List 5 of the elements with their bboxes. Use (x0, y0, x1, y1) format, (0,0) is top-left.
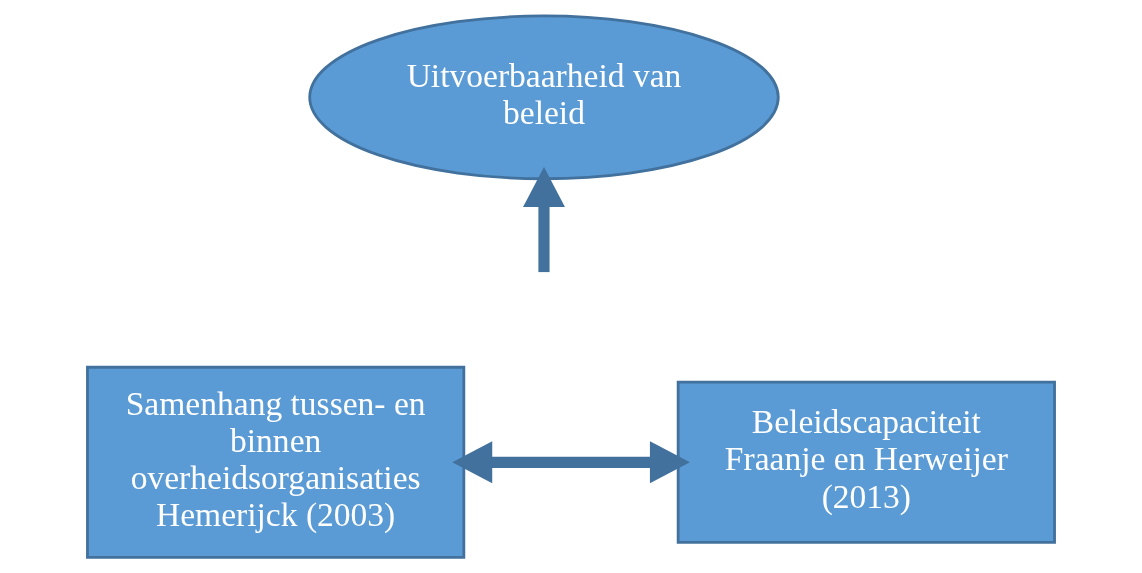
node-box: Beleidscapaciteit Fraanje en Herweijer (2013) (676, 380, 1056, 544)
arrow (452, 441, 690, 484)
arrow (523, 167, 565, 273)
node-ellipse: Uitvoerbaarheid van beleid (308, 14, 780, 181)
node-box: Samenhang tussen- en binnen overheidsorganisaties Hemerijck (2003) (86, 365, 466, 559)
